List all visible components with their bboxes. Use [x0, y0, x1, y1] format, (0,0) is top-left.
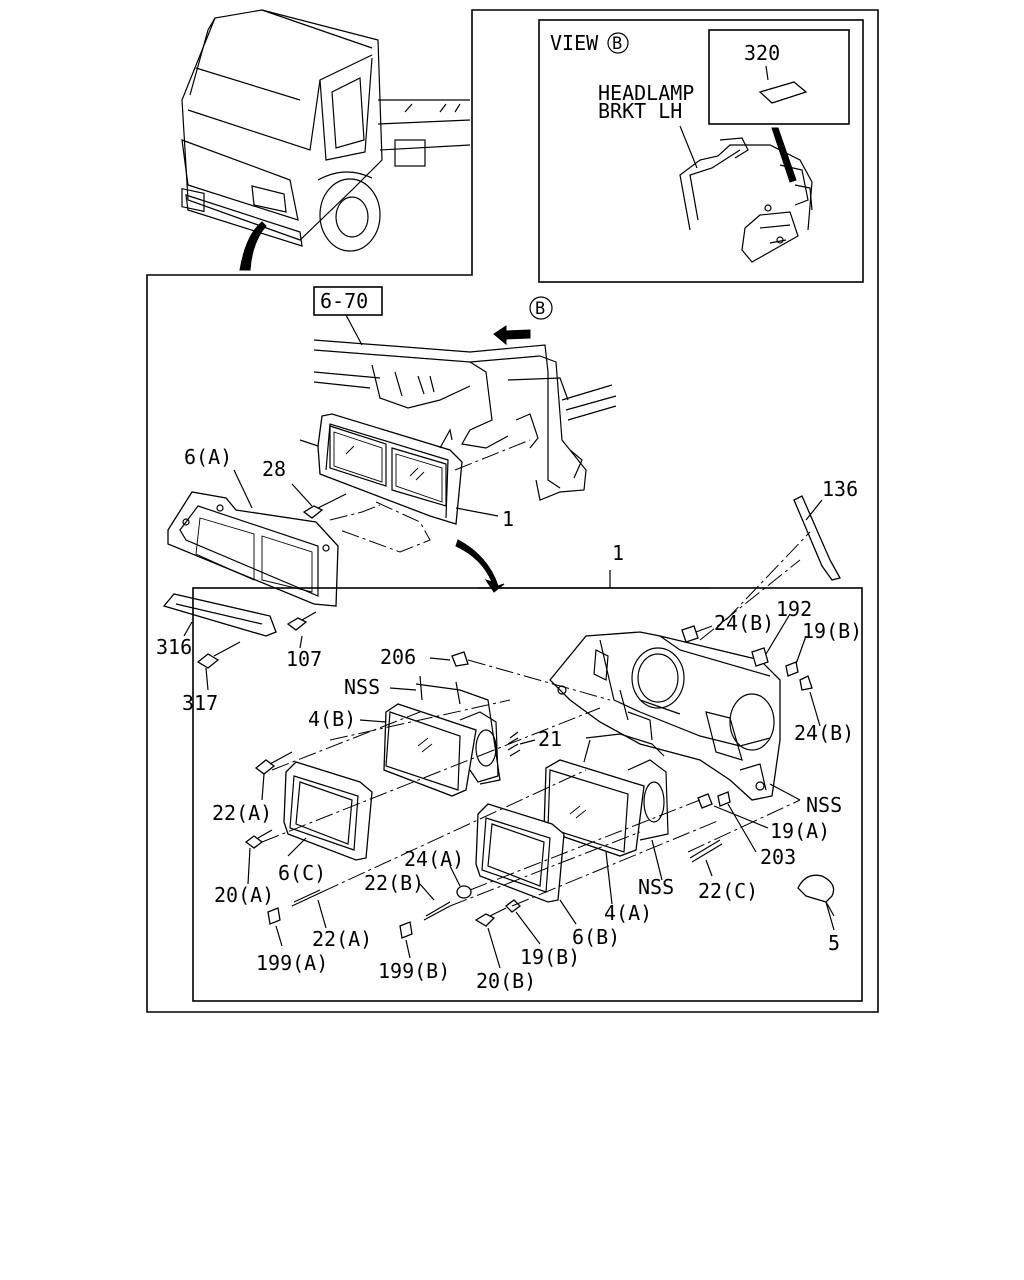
- view-label: VIEW: [550, 31, 599, 55]
- callout-19b-lower: 19(B): [520, 945, 580, 969]
- bracket-label-line1: HEADLAMP: [598, 81, 694, 105]
- callout-24a: 24(A): [404, 847, 464, 871]
- callout-4a: 4(A): [604, 901, 652, 925]
- callout-6a: 6(A): [184, 445, 232, 469]
- callout-nss-1: NSS: [344, 675, 380, 699]
- callout-6c: 6(C): [278, 861, 326, 885]
- callout-22c: 22(C): [698, 879, 758, 903]
- callout-199b: 199(B): [378, 959, 450, 983]
- callout-22a-lower: 22(A): [312, 927, 372, 951]
- callout-20a: 20(A): [214, 883, 274, 907]
- callout-28: 28: [262, 457, 286, 481]
- callout-leaders: [183, 469, 835, 969]
- callout-5: 5: [828, 931, 840, 955]
- bracket-label-line2: BRKT LH: [598, 99, 682, 123]
- callout-136: 136: [822, 477, 858, 501]
- callout-22b: 22(B): [364, 871, 424, 895]
- upper-assembly-illustration: 6-70 B: [162, 286, 841, 669]
- callout-1-upper: 1: [502, 507, 514, 531]
- callout-203: 203: [760, 845, 796, 869]
- callout-192: 192: [776, 597, 812, 621]
- callout-nss-3: NSS: [638, 875, 674, 899]
- callout-199a: 199(A): [256, 951, 328, 975]
- callout-21: 21: [538, 727, 562, 751]
- callout-317: 317: [182, 691, 218, 715]
- ref-box-label: 6-70: [320, 289, 368, 313]
- truck-overview-illustration: [146, 9, 879, 1013]
- callout-19a: 19(A): [770, 819, 830, 843]
- exploded-view-illustration: [192, 531, 863, 1002]
- callout-20b: 20(B): [476, 969, 536, 993]
- part-320-detail-box: [708, 29, 850, 125]
- callout-22a-upper: 22(A): [212, 801, 272, 825]
- callout-1-lower: 1: [612, 541, 624, 565]
- view-b-inset: VIEW B 320 HEADLAMP BRKT LH: [538, 19, 864, 283]
- callout-107: 107: [286, 647, 322, 671]
- view-b-arrow-marker: B: [535, 299, 545, 319]
- callout-6b: 6(B): [572, 925, 620, 949]
- callout-24b-lower: 24(B): [794, 721, 854, 745]
- callout-206: 206: [380, 645, 416, 669]
- part-320-label: 320: [744, 41, 780, 65]
- callout-19b-upper: 19(B): [802, 619, 862, 643]
- callout-316: 316: [156, 635, 192, 659]
- callout-4b: 4(B): [308, 707, 356, 731]
- callout-24b-upper: 24(B): [714, 611, 774, 635]
- callout-labels: 6(A) 28 1 136 1 316 107 317 206 NSS 4(B)…: [156, 445, 862, 993]
- ref-box-6-70: [313, 286, 383, 316]
- view-marker: B: [612, 34, 622, 54]
- callout-nss-2: NSS: [806, 793, 842, 817]
